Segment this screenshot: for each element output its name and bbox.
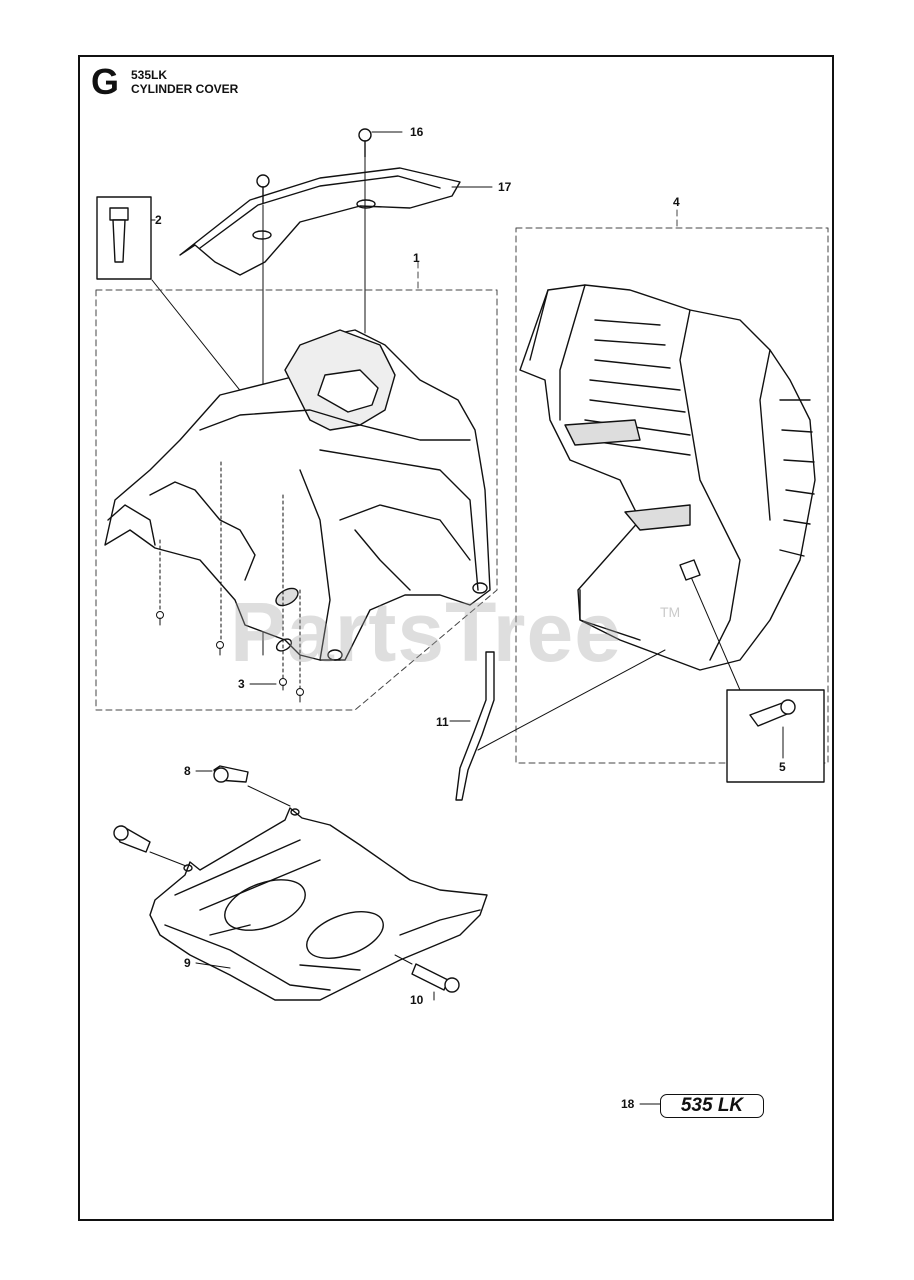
callout-8: 8 bbox=[184, 764, 191, 778]
callout-4: 4 bbox=[673, 195, 680, 209]
part-5-box bbox=[679, 559, 825, 783]
callout-18: 18 bbox=[621, 1097, 635, 1111]
callout-10: 10 bbox=[410, 993, 424, 1007]
part-9-bottom-plate bbox=[149, 807, 488, 1001]
part-18-decal: 535 LK bbox=[660, 1094, 764, 1118]
bolts-8-10 bbox=[113, 765, 460, 1001]
part-1-cylinder-cover bbox=[104, 329, 491, 661]
section-letter: G bbox=[91, 61, 120, 102]
part-4-box bbox=[515, 209, 829, 764]
part-17-top-cover bbox=[179, 167, 461, 276]
model-number: 535LK bbox=[131, 68, 168, 82]
watermark: PartsTree bbox=[230, 585, 622, 679]
callout-17: 17 bbox=[498, 180, 512, 194]
watermark-tm: TM bbox=[660, 604, 681, 620]
callout-5: 5 bbox=[779, 760, 786, 774]
diagram-frame bbox=[78, 55, 834, 1221]
part-16-screws bbox=[256, 128, 372, 204]
callout-9: 9 bbox=[184, 956, 191, 970]
callout-2: 2 bbox=[155, 213, 162, 227]
part-1-box bbox=[95, 261, 498, 711]
part-11-seal-strip bbox=[449, 649, 666, 801]
callout-16: 16 bbox=[410, 125, 424, 139]
part-2-box bbox=[96, 196, 152, 280]
callout-11: 11 bbox=[436, 715, 449, 729]
diagram-title: CYLINDER COVER bbox=[131, 82, 239, 96]
callout-1: 1 bbox=[413, 251, 420, 265]
part-4-air-shroud bbox=[519, 284, 816, 671]
part-1-screws bbox=[156, 461, 304, 703]
callout-3: 3 bbox=[238, 677, 245, 691]
